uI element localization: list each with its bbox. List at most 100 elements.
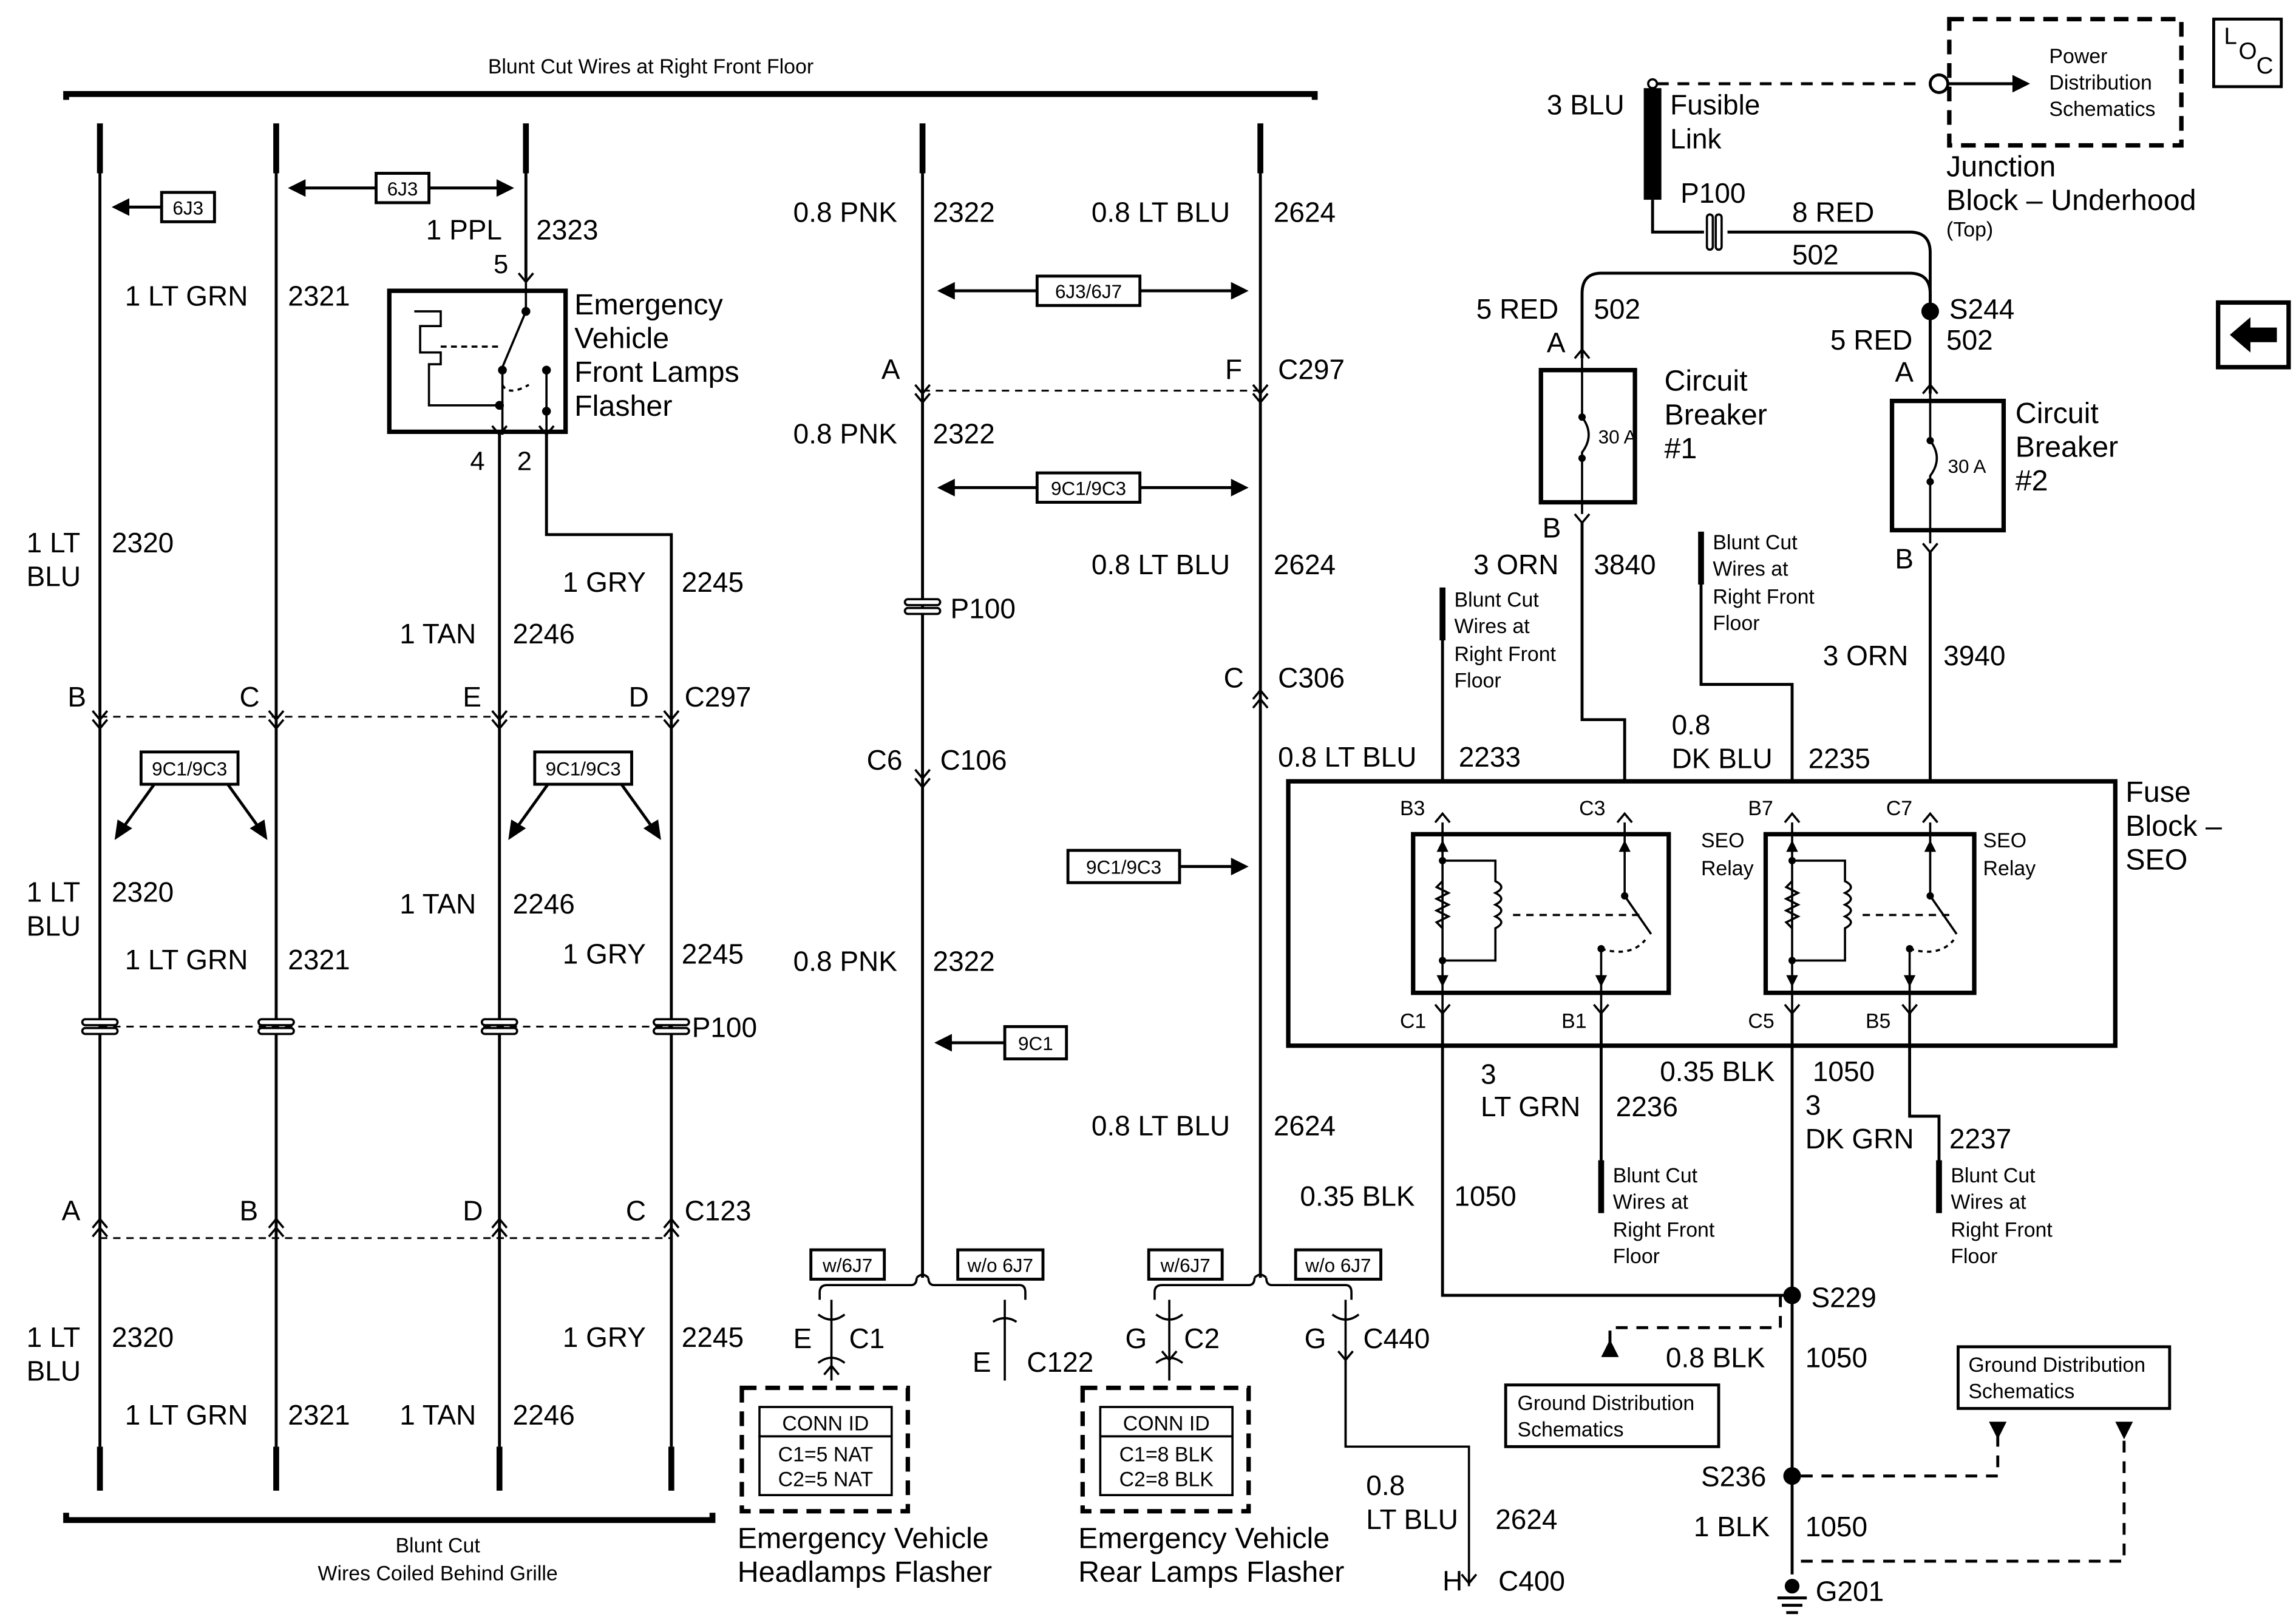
svg-text:C2=5 NAT: C2=5 NAT [778,1468,874,1491]
option-w6j7-right: w/6J7 [1147,1248,1224,1281]
fusible-link [1643,88,1662,200]
ground-dist-box-right[interactable]: Ground Distribution Schematics [1957,1345,2172,1410]
svg-text:G: G [1125,1323,1147,1354]
svg-text:D: D [629,681,649,713]
pin-5: 5 [494,250,508,279]
label-2245-num: 2245 [682,566,744,598]
ref-9c1-9c3-left-a[interactable]: 9C1/9C3 [114,750,268,841]
svg-text:9C1/9C3: 9C1/9C3 [546,759,621,780]
svg-text:Distribution: Distribution [2049,72,2152,95]
svg-text:Wires at: Wires at [1613,1190,1689,1213]
rear-flasher-1: Emergency Vehicle [1078,1522,1330,1554]
svg-text:9C1/9C3: 9C1/9C3 [1051,478,1126,499]
ref-9c1-9c3-center[interactable]: 9C1/9C3 [937,471,1249,504]
svg-text:2235: 2235 [1809,742,1870,774]
s229: S229 [1811,1281,1876,1313]
svg-text:1 TAN: 1 TAN [399,1399,476,1431]
svg-text:3 BLU: 3 BLU [1547,89,1625,121]
ref-9c1-9c3-left-b[interactable]: 9C1/9C3 [508,750,661,841]
circuit-breaker-2 [1889,398,2006,533]
option-wo6j7-right: w/o 6J7 [1294,1248,1382,1281]
svg-text:A: A [1547,327,1566,359]
svg-text:LT BLU: LT BLU [1366,1503,1458,1535]
svg-text:Circuit: Circuit [1664,365,1748,398]
ref-6j3-left[interactable]: 6J3 [111,191,216,223]
svg-text:SEO: SEO [2125,843,2187,876]
svg-text:1 LT: 1 LT [27,1321,81,1353]
p100-center: P100 [951,593,1016,625]
svg-text:F: F [1225,353,1242,385]
svg-text:3: 3 [1481,1059,1496,1090]
label-2321-size: 1 LT GRN [125,280,248,311]
svg-text:B: B [1895,543,1914,574]
back-arrow-icon[interactable] [2216,300,2291,370]
svg-text:502: 502 [1594,293,1640,325]
front-lamps-flasher [387,272,568,437]
svg-text:C: C [239,681,259,713]
ground-dist-box-left[interactable]: Ground Distribution Schematics [1504,1383,1720,1448]
label-2246-num: 2246 [513,618,575,649]
flasher-front-label-3: Front Lamps [574,356,739,388]
headlamps-flasher-1: Emergency Vehicle [738,1522,989,1554]
c2-label: C2 [1184,1323,1220,1354]
svg-text:Schematics: Schematics [2049,98,2155,121]
svg-text:B: B [1543,512,1561,544]
svg-text:Link: Link [1670,123,1722,154]
svg-text:E: E [973,1346,991,1378]
svg-text:Right Front: Right Front [1613,1218,1715,1241]
svg-text:0.8 BLK: 0.8 BLK [1666,1342,1765,1374]
ref-6j3-6j7[interactable]: 6J3/6J7 [937,274,1249,307]
svg-text:1050: 1050 [1805,1511,1867,1542]
svg-text:B3: B3 [1400,797,1425,820]
svg-text:B5: B5 [1866,1010,1890,1033]
ref-9c1-9c3-right[interactable]: 9C1/9C3 [1066,849,1249,884]
svg-text:6J3/6J7: 6J3/6J7 [1055,281,1122,302]
svg-text:Floor: Floor [1951,1245,1997,1268]
option-split-right [1153,1273,1478,1587]
svg-text:Floor: Floor [1454,669,1501,692]
power-dist-box[interactable] [1947,16,2184,148]
bottom-bracket-label-1: Blunt Cut [395,1534,480,1558]
svg-text:Right Front: Right Front [1454,643,1556,666]
svg-text:E: E [793,1323,812,1354]
svg-text:Floor: Floor [1613,1245,1660,1268]
ref-9c1[interactable]: 9C1 [934,1025,1068,1060]
svg-text:B: B [67,681,86,713]
loc-icon[interactable]: L O C [2212,18,2283,89]
svg-text:2320: 2320 [112,876,174,908]
svg-text:w/o 6J7: w/o 6J7 [967,1255,1033,1276]
label-2246-size: 1 TAN [399,618,476,649]
ref-6j3-middle[interactable]: 6J3 [288,172,514,205]
svg-text:Relay: Relay [1701,857,1754,880]
svg-text:3 ORN: 3 ORN [1823,640,1909,671]
svg-text:SEO: SEO [1701,829,1745,852]
c306: C306 [1278,662,1345,693]
label-2320-a: 1 LT [27,527,81,558]
svg-text:2246: 2246 [513,888,575,920]
svg-text:O: O [2239,38,2257,64]
svg-text:#1: #1 [1664,432,1697,465]
svg-text:5 RED: 5 RED [1830,324,1912,356]
svg-text:1 LT GRN: 1 LT GRN [125,944,248,975]
svg-text:Circuit: Circuit [2016,397,2099,430]
svg-text:1050: 1050 [1813,1056,1875,1087]
svg-text:Blunt Cut: Blunt Cut [1613,1164,1698,1187]
svg-text:C: C [626,1195,646,1227]
svg-text:Power: Power [2049,45,2107,68]
svg-text:G: G [1305,1323,1326,1354]
svg-text:1050: 1050 [1805,1342,1867,1374]
svg-text:Blunt Cut: Blunt Cut [1454,588,1539,611]
svg-text:P100: P100 [1680,177,1745,209]
svg-text:C5: C5 [1748,1010,1774,1033]
svg-text:CONN ID: CONN ID [1123,1412,1210,1436]
svg-text:2624: 2624 [1274,549,1336,580]
svg-text:H: H [1442,1565,1462,1596]
flasher-front-label-4: Flasher [574,390,672,422]
c123: C123 [685,1195,752,1227]
flasher-front-label-2: Vehicle [574,322,669,354]
s244: S244 [1949,293,2014,325]
svg-text:9C1/9C3: 9C1/9C3 [152,759,227,780]
svg-text:0.35 BLK: 0.35 BLK [1660,1056,1775,1087]
wire-2245 [545,435,673,1447]
seo-relay-2 [1763,822,1977,1014]
